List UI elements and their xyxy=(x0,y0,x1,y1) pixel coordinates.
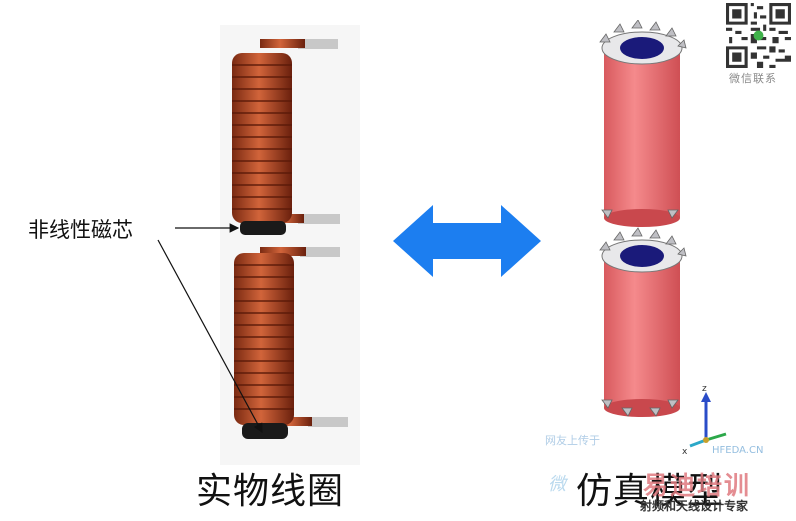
qr-caption: 微信联系 xyxy=(729,72,777,85)
watermark-tagline: 射频和天线设计专家 xyxy=(640,499,749,513)
watermark-uploader: 网友上传于 xyxy=(545,434,600,447)
simulation-model xyxy=(599,20,687,417)
pointer-arrow-bottom xyxy=(157,239,263,434)
model-cylinder-bottom xyxy=(599,227,687,417)
axis-z-label: z xyxy=(702,384,707,394)
caption-simulation-model: 仿真模型 xyxy=(576,471,725,512)
qr-code xyxy=(726,3,791,68)
double-arrow-icon xyxy=(393,205,541,277)
coil-photo xyxy=(220,25,360,465)
watermark-site: HFEDA.CN xyxy=(712,445,764,456)
bottom-coil xyxy=(234,247,348,439)
axis-x-label: x xyxy=(682,447,688,457)
core-label: 非线性磁芯 xyxy=(28,218,133,242)
watermark-brand: 易迪培训 xyxy=(643,471,752,500)
model-cylinder-top xyxy=(599,20,687,227)
top-coil xyxy=(232,39,340,235)
axis-triad-icon xyxy=(689,392,727,448)
watermark-logo: 微 xyxy=(548,474,566,495)
caption-real-coil: 实物线圈 xyxy=(196,471,345,512)
